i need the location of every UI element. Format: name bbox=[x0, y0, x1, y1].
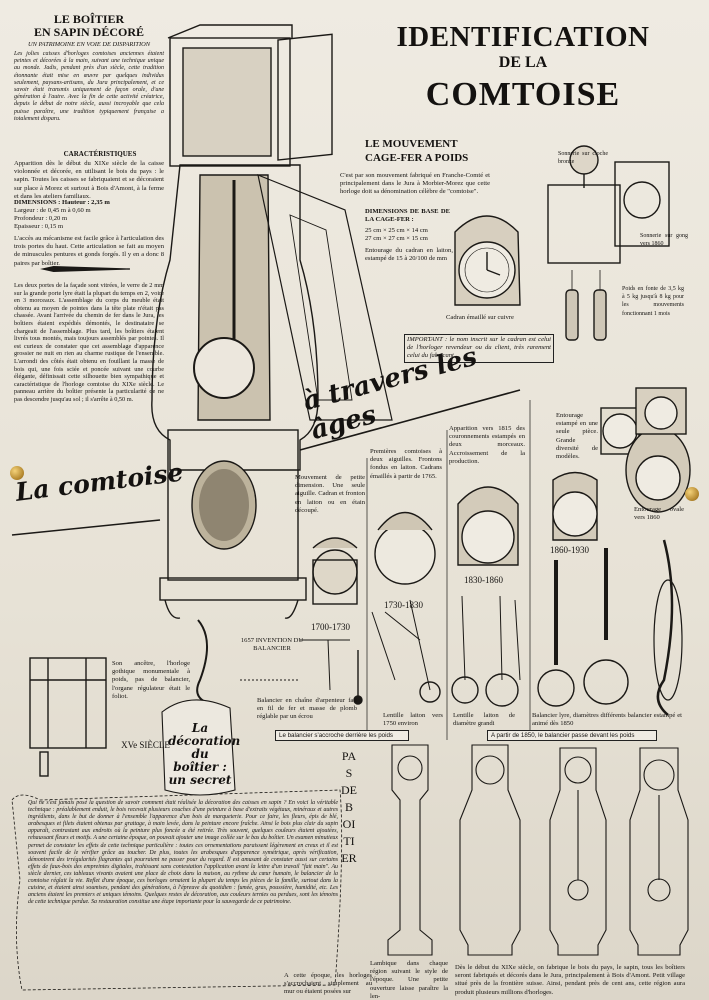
clock-hood-door bbox=[277, 33, 333, 161]
decoration-banner-line2: décoration bbox=[168, 734, 241, 748]
main-title-line3: COMTOISE bbox=[425, 76, 621, 113]
clock-hood bbox=[169, 37, 291, 167]
bottom-col2: Lambique dans chaque région suivant le s… bbox=[370, 960, 448, 1000]
period-1730-text: Premières comtoises à deux aiguilles. Fr… bbox=[370, 448, 442, 480]
lentille-laiton: Lentille laiton vers 1750 environ bbox=[383, 712, 443, 728]
period-1700-text: Mouvement de petite dimension. Une seule… bbox=[295, 474, 365, 514]
hinge-icon bbox=[40, 266, 130, 272]
entourage-ovale: Entourage ovale vers 1860 bbox=[634, 506, 684, 522]
faces-text: Les deux portes de la façade sont vitrée… bbox=[14, 282, 164, 403]
bar-derriere: Le balancier s'accroche derrière les poi… bbox=[275, 730, 409, 741]
period-1830-text: Apparition vers 1815 des couronnements e… bbox=[449, 425, 525, 465]
main-title-line1: IDENTIFICATION bbox=[396, 21, 650, 53]
lyre-text: Balancier lyre, diamètres différents bal… bbox=[532, 712, 682, 728]
important-note: IMPORTANT : le nom inscrit sur le cadran… bbox=[404, 334, 554, 363]
caract-title: CARACTÉRISTIQUES bbox=[63, 150, 137, 158]
entourage-text: Entourage du cadran en laiton, estampé d… bbox=[365, 247, 453, 263]
sonnerie-cloche: Sonnerie sur cloche bronze bbox=[558, 151, 608, 166]
acces-text: L'accès au mécanisme est facile grâce à … bbox=[14, 235, 164, 267]
clock-case-outline bbox=[151, 164, 319, 471]
push-pin-icon bbox=[10, 466, 24, 480]
bar-devant: A partir de 1850, le balancier passe dev… bbox=[487, 730, 657, 741]
bottom-col1: A cette époque, les horloges s'accrochai… bbox=[284, 972, 372, 996]
dimensions-height: DIMENSIONS : Hauteur : 2,35 m bbox=[14, 199, 110, 206]
period-1700-label: 1700-1730 bbox=[311, 622, 350, 632]
period-1830-label: 1830-1860 bbox=[464, 575, 503, 585]
boitier-intro: Les jolies caisses d'horloges comtoises … bbox=[14, 51, 164, 122]
mouvement-title2: CAGE-FER A POIDS bbox=[365, 152, 469, 164]
push-pin-icon bbox=[685, 487, 699, 501]
xv-siecle: XVe SIÈCLE bbox=[121, 740, 170, 750]
mouvement-text: C'est par son mouvement fabriqué en Fran… bbox=[340, 172, 490, 196]
lentille-grand: Lentille laiton de diamètre grandi bbox=[453, 712, 515, 728]
balancier-invention: 1657 INVENTION DU BALANCIER bbox=[240, 637, 304, 653]
base-title: DIMENSIONS DE BASE DE LA CAGE-FER : bbox=[365, 208, 450, 224]
pas-de-boitier: PAS DE BOITIER bbox=[341, 749, 357, 865]
base-dim1: 25 cm × 25 cm × 14 cm bbox=[365, 227, 428, 234]
base-dim2: 27 cm × 27 cm × 15 cm bbox=[365, 235, 428, 242]
dimensions-depth: Profondeur : 0,20 m bbox=[14, 215, 68, 222]
period-1730-label: 1730-1830 bbox=[384, 600, 423, 610]
bottom-col3: Dès le début du XIXe siècle, on fabrique… bbox=[455, 964, 685, 996]
xv-text: Son ancêtre, l'horloge gothique monument… bbox=[112, 660, 190, 700]
balancier-text: Balancier en chaîne d'arpenteur fait en … bbox=[257, 697, 357, 721]
decoration-banner-line4: un secret bbox=[168, 773, 232, 787]
caract-text: Apparition dès le début du XIXe siècle d… bbox=[14, 160, 164, 200]
dimensions-width: Largeur : de 0,45 m à 0,60 m bbox=[14, 207, 91, 214]
boitier-title1: LE BOÎTIER bbox=[53, 12, 125, 26]
period-1860-text: Entourage estampé en une seule pièce. Gr… bbox=[556, 412, 598, 461]
main-title-line2: DE LA bbox=[498, 54, 548, 71]
mouvement-title1: LE MOUVEMENT bbox=[365, 138, 458, 150]
dimensions-thickness: Epaisseur : 0,15 m bbox=[14, 223, 64, 230]
decoration-banner: La décoration du boîtier : un secret bbox=[168, 721, 241, 787]
decoration-banner-line1: La bbox=[191, 721, 209, 735]
boitier-title2: EN SAPIN DÉCORÉ bbox=[33, 25, 144, 39]
decoration-text: Qui ne s'est jamais posé la question de … bbox=[28, 800, 338, 906]
cadran-text: Cadran émaillé sur cuivre bbox=[446, 314, 514, 321]
sonnerie-gong: Sonnerie sur gong vers 1860 bbox=[640, 233, 688, 248]
period-1860-label: 1860-1930 bbox=[550, 545, 589, 555]
decoration-banner-line3: du boîtier : bbox=[173, 747, 227, 774]
boitier-subtitle: UN PATRIMOINE EN VOIE DE DISPARITION bbox=[28, 41, 150, 48]
poids-text: Poids en fonte de 3,5 kg à 5 kg jusqu'à … bbox=[622, 286, 684, 317]
